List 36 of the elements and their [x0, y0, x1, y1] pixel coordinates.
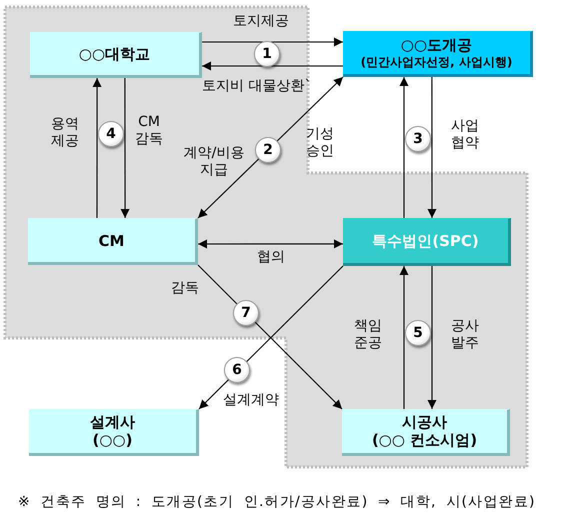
arrow [120, 78, 130, 218]
process-box: 특수법인(SPC) [343, 218, 511, 266]
process-box [342, 409, 510, 456]
edge-label: 사업 협약 [450, 118, 480, 152]
arrow [400, 77, 408, 218]
box-subtitle: (민간사업자선정, 사업시행) [360, 54, 512, 70]
box-title: ○○도개공 [400, 36, 472, 54]
arrow [202, 38, 343, 46]
process-box [343, 31, 533, 77]
edge-label: 공사 발주 [450, 318, 480, 352]
process-box: ○○대학교 [30, 32, 202, 78]
edge-label: CM 감독 [134, 114, 164, 148]
callout-number: 3 [405, 126, 431, 152]
box-title: 시공사 [402, 413, 447, 431]
edge-label: 토지비 대물상환` [202, 78, 312, 95]
edge-label: 협의 [257, 249, 285, 266]
edge-label: 용역 제공 [50, 116, 80, 150]
callout-number: 6 [224, 357, 250, 383]
process-box: CM [28, 218, 198, 265]
arrow [202, 62, 343, 70]
box-subtitle: (○○ 컨소시엄) [372, 431, 478, 450]
box-title: 설계사 [90, 413, 135, 431]
arrow [400, 266, 408, 409]
footnote: ※ 건축주 명의 : 도개공(초기 인.허가/공사완료) ⇒ 대학, 시(사업완료) [18, 494, 536, 511]
edge-label: 토지제공 [233, 13, 289, 30]
arrow [428, 77, 436, 218]
edge-label: 계약/비용 지급 [182, 145, 246, 179]
arrow [92, 78, 102, 218]
arrow [198, 239, 343, 248]
box-subtitle: (○○) [92, 431, 132, 450]
process-box [29, 409, 199, 456]
edge-label: 감독 [171, 280, 199, 297]
edge-label: 설계계약 [223, 392, 279, 409]
annotation-text: 기성 승인 [305, 126, 335, 160]
arrow [428, 266, 436, 409]
edge-label: 책임 준공 [353, 318, 383, 352]
